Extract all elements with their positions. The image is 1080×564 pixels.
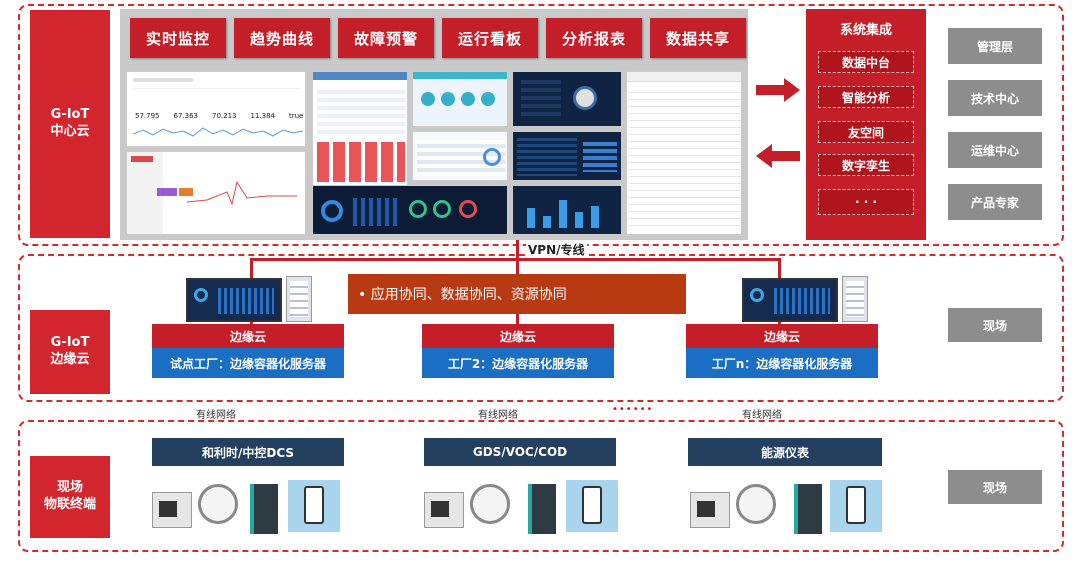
- cnc-machine-icon: [690, 492, 730, 528]
- role-ops-center: 运维中心: [948, 132, 1042, 168]
- system-item-digital-twin[interactable]: 数字孪生: [818, 154, 914, 176]
- system-integration-title: 系统集成: [839, 23, 892, 38]
- thumb-spreadsheet: [626, 71, 742, 235]
- thumb-status-panel: [412, 71, 508, 127]
- field-block-terminal: 现场: [948, 470, 1042, 504]
- role-product-expert: 产品专家: [948, 184, 1042, 220]
- function-button-data-sharing[interactable]: 数据共享: [650, 18, 746, 58]
- plc-module-icon: [250, 484, 278, 534]
- edge-node-3-server: 工厂n：边缘容器化服务器: [686, 348, 878, 378]
- thumb-bar-dark: [512, 185, 622, 235]
- device-group-2: [424, 478, 624, 538]
- field-system-energy-meter: 能源仪表: [688, 438, 882, 466]
- role-tech-center: 技术中心: [948, 80, 1042, 116]
- arrow-left-icon: [756, 144, 800, 168]
- mobile-phone-icon: [830, 480, 882, 532]
- plc-module-icon: [794, 484, 822, 534]
- edge-server-1: [286, 276, 312, 322]
- thumb-gauge-dark: [512, 71, 622, 127]
- field-block-edge: 现场: [948, 308, 1042, 342]
- more-factories-ellipsis: ••••••: [612, 404, 654, 415]
- edge-server-3: [842, 276, 868, 322]
- field-terminal-frame: [18, 420, 1064, 552]
- device-group-3: [690, 478, 890, 538]
- network-label-1: 有线网络: [196, 410, 236, 421]
- dashboard-panel: 57.795 67.363 70.213 11.384 true: [120, 9, 748, 240]
- pressure-gauge-icon: [198, 484, 238, 524]
- thumb-trend-chart: [126, 151, 306, 235]
- kpi-value-1: 57.795: [135, 112, 160, 120]
- system-item-more[interactable]: · · ·: [818, 189, 914, 215]
- kpi-value-2: 67.363: [173, 112, 199, 120]
- network-label-2: 有线网络: [478, 410, 518, 421]
- system-integration-panel: 系统集成 数据中台 智能分析 友空间 数字孪生 · · ·: [806, 9, 926, 240]
- function-button-realtime-monitor[interactable]: 实时监控: [130, 18, 226, 58]
- edge-cloud-label: G-IoT 边缘云: [30, 310, 110, 394]
- thumb-list-light: [412, 131, 508, 181]
- edge-node-1-server: 试点工厂：边缘容器化服务器: [152, 348, 344, 378]
- mobile-phone-icon: [288, 480, 340, 532]
- field-system-gds: GDS/VOC/COD: [424, 438, 616, 466]
- cnc-machine-icon: [152, 492, 192, 528]
- edge-monitor-1: [186, 278, 282, 322]
- pressure-gauge-icon: [736, 484, 776, 524]
- kpi-value-5: true: [289, 112, 304, 120]
- edge-monitor-3: [742, 278, 838, 322]
- plc-module-icon: [528, 484, 556, 534]
- thumb-dark-dashboard: [312, 185, 508, 235]
- arrow-right-icon: [756, 78, 800, 102]
- system-item-smart-analysis[interactable]: 智能分析: [818, 86, 914, 108]
- function-button-trend-curve[interactable]: 趋势曲线: [234, 18, 330, 58]
- thumb-dark-table: [512, 131, 622, 181]
- system-item-data-platform[interactable]: 数据中台: [818, 51, 914, 73]
- vpn-label: VPN/专线: [526, 241, 587, 258]
- mobile-phone-icon: [566, 480, 618, 532]
- pressure-gauge-icon: [470, 484, 510, 524]
- field-terminal-label: 现场 物联终端: [30, 456, 110, 538]
- edge-node-2-title: 边缘云: [422, 324, 614, 348]
- edge-node-2-server: 工厂2：边缘容器化服务器: [422, 348, 614, 378]
- vpn-line-horizontal: [250, 258, 780, 261]
- network-label-3: 有线网络: [742, 410, 782, 421]
- center-cloud-label: G-IoT 中心云: [30, 10, 110, 238]
- trend-line-icon: [187, 180, 297, 206]
- edge-node-3-title: 边缘云: [686, 324, 878, 348]
- collaboration-banner: • 应用协同、数据协同、资源协同: [348, 274, 686, 314]
- field-system-dcs: 和利时/中控DCS: [152, 438, 344, 466]
- cnc-machine-icon: [424, 492, 464, 528]
- function-button-fault-warning[interactable]: 故障预警: [338, 18, 434, 58]
- edge-node-1-title: 边缘云: [152, 324, 344, 348]
- function-button-operation-board[interactable]: 运行看板: [442, 18, 538, 58]
- device-group-1: [152, 478, 352, 538]
- role-management: 管理层: [948, 28, 1042, 64]
- kpi-value-3: 70.213: [212, 112, 237, 120]
- system-item-friend-space[interactable]: 友空间: [818, 121, 914, 143]
- sparkline-icon: [133, 127, 303, 137]
- function-button-analysis-report[interactable]: 分析报表: [546, 18, 642, 58]
- thumb-kpi-dashboard: 57.795 67.363 70.213 11.384 true: [126, 71, 306, 147]
- kpi-value-4: 11.384: [250, 112, 276, 120]
